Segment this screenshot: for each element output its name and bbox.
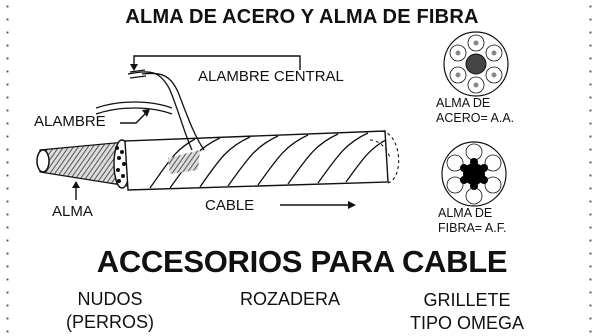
cable-pointer: [280, 201, 356, 209]
label-alma-fibra-line1: ALMA DE: [438, 206, 493, 220]
label-alma-acero: ALMA DE ACERO= A.A.: [436, 96, 514, 126]
dotted-border-left: [6, 0, 9, 336]
accessory-nudos-line2: (PERROS): [65, 312, 154, 332]
label-cable: CABLE: [205, 197, 255, 214]
steel-core-cross-section-icon: [443, 31, 509, 97]
label-alambre-central: ALAMBRE CENTRAL: [198, 68, 344, 85]
dotted-border-right: [589, 0, 592, 336]
cable-body: [124, 130, 400, 191]
accessory-rozadera: ROZADERA: [239, 289, 340, 309]
alambre-pointer: [120, 109, 150, 124]
accessories-heading: ACCESORIOS PARA CABLE: [96, 244, 508, 279]
diagram-title: ALMA DE ACERO Y ALMA DE FIBRA: [125, 6, 479, 28]
fiber-core-cross-section-icon: [441, 141, 507, 207]
label-alma-acero-line2: ACERO= A.A.: [436, 111, 515, 125]
label-alma: ALMA: [52, 203, 93, 220]
accessory-grillete: GRILLETE TIPO OMEGA: [392, 289, 542, 335]
accessory-grillete-line2: TIPO OMEGA: [409, 313, 524, 333]
alambre-central-pointer: [130, 55, 301, 71]
accessory-nudos-line1: NUDOS: [77, 289, 143, 309]
label-alma-fibra-line2: FIBRA= A.F.: [438, 221, 507, 235]
accessory-grillete-line1: GRILLETE: [423, 290, 511, 310]
label-alambre: ALAMBRE: [34, 113, 106, 130]
accessory-nudos: NUDOS (PERROS): [50, 288, 170, 334]
label-alma-fibra: ALMA DE FIBRA= A.F.: [438, 206, 506, 236]
label-alma-acero-line1: ALMA DE: [436, 96, 491, 110]
unwound-strand: [95, 69, 205, 151]
alma-pointer: [72, 181, 80, 200]
